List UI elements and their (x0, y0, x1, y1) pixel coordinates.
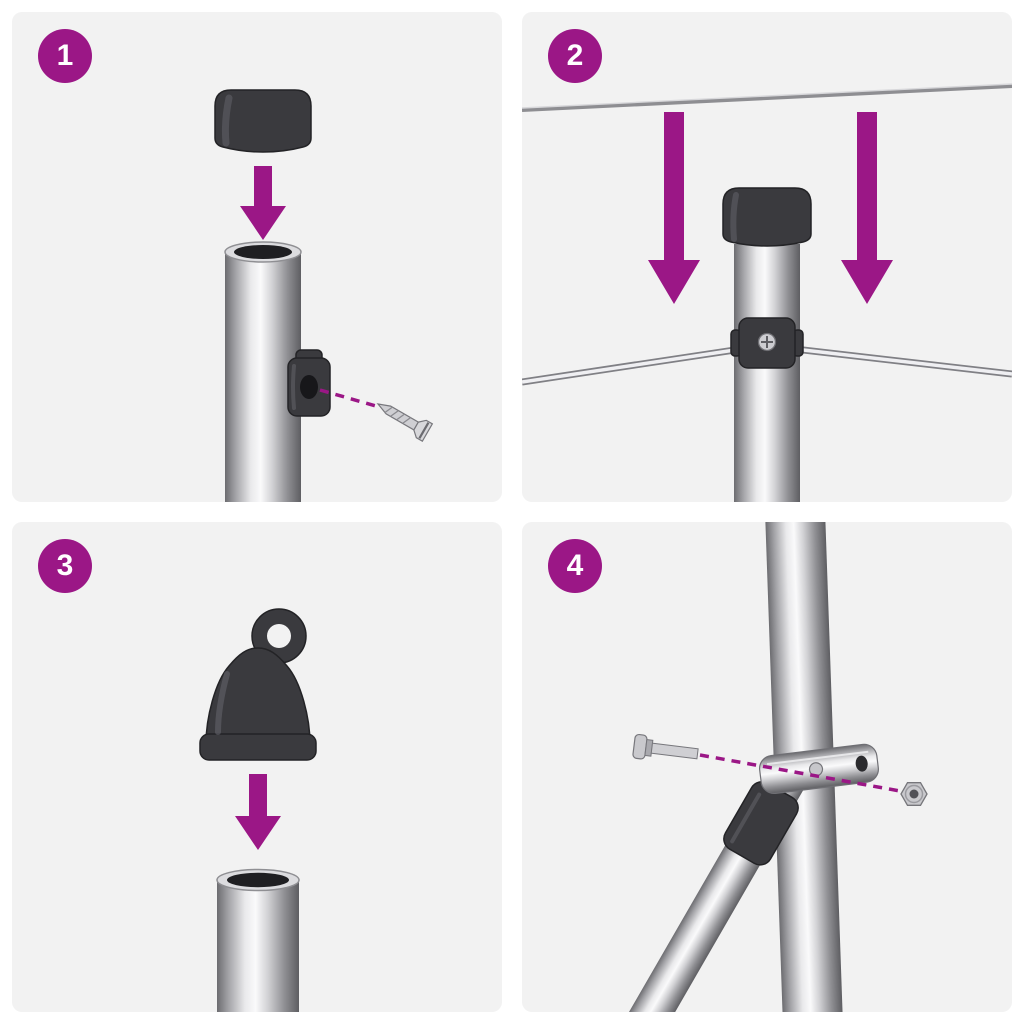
dashed-guide-line (319, 388, 377, 408)
step-number-badge: 1 (38, 29, 92, 83)
step-2-illustration (522, 83, 1012, 502)
step-number: 4 (566, 549, 584, 582)
step-panel-1: 1 (12, 12, 502, 502)
step-panel-4: 4 (522, 522, 1012, 1012)
open-post-tube (216, 868, 300, 1012)
step-panel-3: 3 (12, 522, 502, 1012)
step-4-illustration (618, 522, 928, 1012)
step-number-badge: 2 (548, 29, 602, 83)
wire-clamp (730, 317, 804, 369)
eyelet-cap (199, 608, 317, 761)
top-tension-wire (522, 83, 1012, 112)
step-number-badge: 4 (548, 539, 602, 593)
clamp-bolt-hole (855, 755, 868, 772)
down-arrow-left (648, 112, 700, 304)
down-arrow-right (841, 112, 893, 304)
down-arrow (235, 774, 281, 850)
dashed-guide-line (699, 753, 901, 793)
step-number: 2 (566, 39, 584, 72)
step-3-illustration (199, 608, 317, 1012)
capped-post (722, 187, 812, 502)
step-1-illustration (214, 89, 434, 502)
step-panel-2: 2 (522, 12, 1012, 502)
screw (376, 403, 434, 442)
step-number-badge: 3 (38, 539, 92, 593)
nut (900, 782, 928, 806)
step-number: 3 (56, 549, 74, 582)
step-number: 1 (56, 39, 74, 72)
down-arrow (240, 166, 286, 240)
post-cap (214, 89, 312, 153)
diagonal-brace (618, 770, 804, 1012)
bolt (632, 733, 699, 760)
clamp-bracket (287, 349, 331, 417)
